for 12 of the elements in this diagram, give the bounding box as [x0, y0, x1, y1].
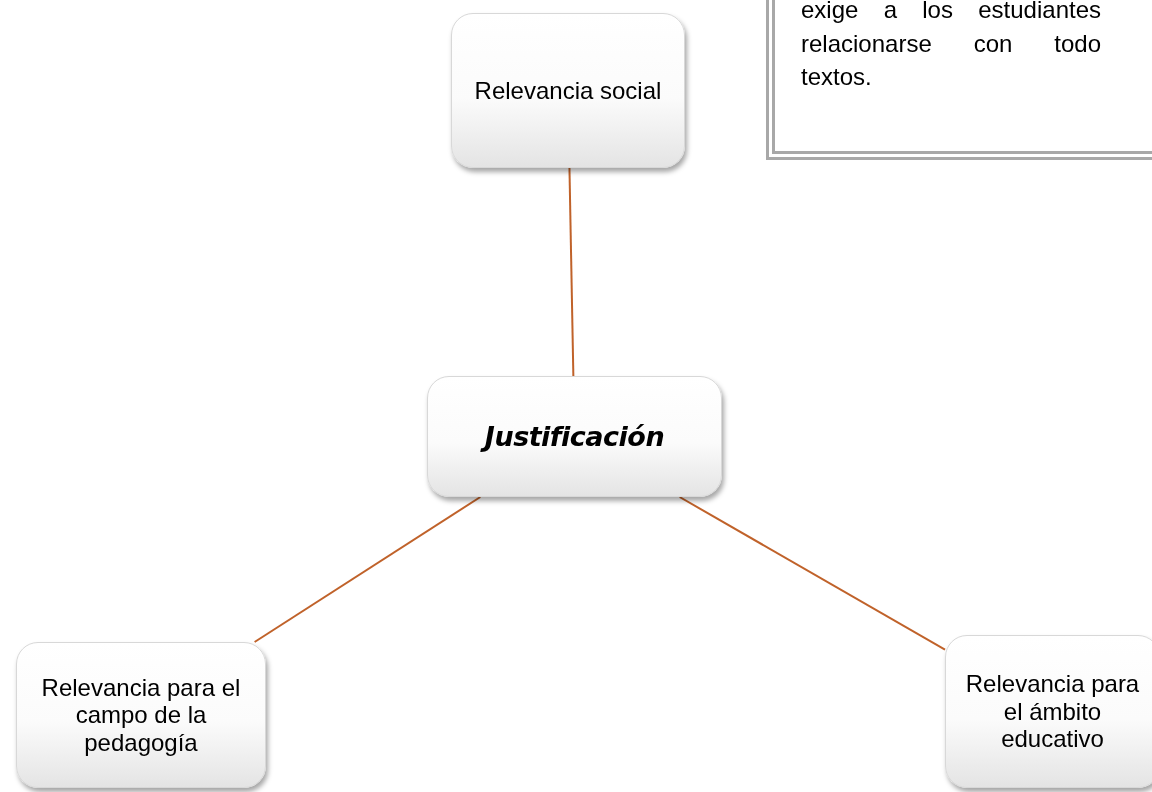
paragraph: exige a los estudiantes relacionarse con todo textos.	[801, 0, 1101, 93]
connector-line	[678, 496, 946, 651]
rounded-box	[16, 642, 266, 788]
box-label: Relevancia social	[474, 76, 662, 105]
connector-line	[568, 167, 575, 377]
rounded-box	[945, 635, 1152, 788]
box-label: Relevancia para el campo de la pedagogía	[40, 673, 242, 757]
rounded-box	[427, 376, 722, 497]
text-box	[766, 0, 1152, 160]
connector-line	[253, 496, 482, 643]
box-label: Relevancia para el ámbito educativo	[964, 670, 1141, 753]
rounded-box	[451, 13, 685, 168]
